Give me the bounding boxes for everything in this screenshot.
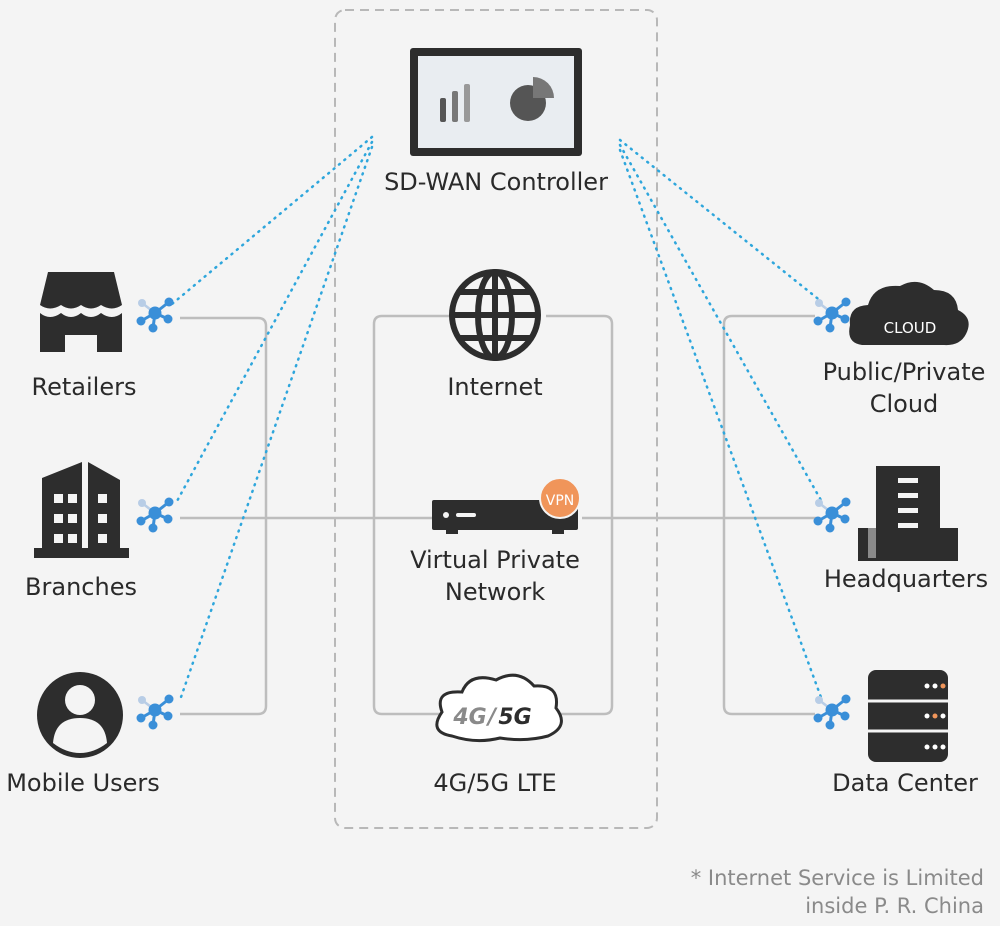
cloud-label-line1: Public/Private (822, 358, 986, 386)
cloud-icon: CLOUD (849, 281, 969, 346)
vpn-label-line2: Network (444, 578, 546, 606)
control-link-hq (618, 143, 824, 504)
control-link-retailers (170, 135, 374, 306)
hub-hq-icon (812, 496, 852, 534)
data-center-label: Data Center (832, 769, 978, 797)
wan-links (180, 314, 818, 716)
controller-zone-border (334, 9, 658, 829)
svg-text:5G: 5G (498, 705, 531, 730)
svg-text:4G: 4G (452, 705, 486, 730)
globe-icon (449, 269, 541, 361)
left-bracket-link (180, 316, 268, 716)
monitor-icon (410, 48, 582, 156)
control-link-branches (174, 140, 374, 505)
footnote-line1: * Internet Service is Limited (690, 866, 984, 890)
branches-label: Branches (25, 573, 137, 601)
vpn-badge (539, 477, 581, 519)
footnote-line2: inside P. R. China (805, 894, 984, 918)
hub-mobile-icon (135, 693, 175, 731)
hub-retailers-icon (135, 296, 175, 334)
retailers-label: Retailers (31, 373, 137, 401)
footnote: * Internet Service is Limited inside P. … (691, 864, 984, 920)
svg-text:CLOUD: CLOUD (884, 319, 937, 337)
control-links (170, 135, 824, 702)
user-avatar-icon (37, 672, 123, 758)
controller-label: SD-WAN Controller (384, 168, 608, 196)
server-stack-icon (868, 670, 948, 762)
right-bracket-link (722, 314, 815, 716)
buildings-icon (34, 462, 129, 558)
internet-label: Internet (447, 373, 543, 401)
svg-text:/: / (485, 705, 498, 730)
office-tower-icon (858, 466, 958, 561)
hub-datacenter-icon (812, 693, 852, 731)
control-link-mobile (178, 145, 374, 702)
control-link-datacenter (618, 148, 824, 702)
hub-branches-icon (135, 496, 175, 534)
lte-cloud-icon: 4G / 5G (435, 673, 563, 743)
vpn-label-line1: Virtual Private (410, 546, 580, 574)
cloud-label-line2: Cloud (869, 390, 939, 418)
vpn-badge-text: VPN (546, 493, 575, 509)
cloud-label: Public/Private Cloud (808, 356, 1000, 420)
vpn-label: Virtual Private Network (390, 544, 600, 608)
mobile-users-label: Mobile Users (6, 769, 160, 797)
hub-cloud-icon (812, 296, 852, 334)
control-link-cloud (618, 138, 824, 304)
middle-left-link (372, 314, 450, 716)
headquarters-label: Headquarters (823, 565, 989, 593)
lte-label: 4G/5G LTE (433, 769, 557, 797)
storefront-icon (40, 272, 122, 352)
middle-right-link (546, 314, 614, 716)
